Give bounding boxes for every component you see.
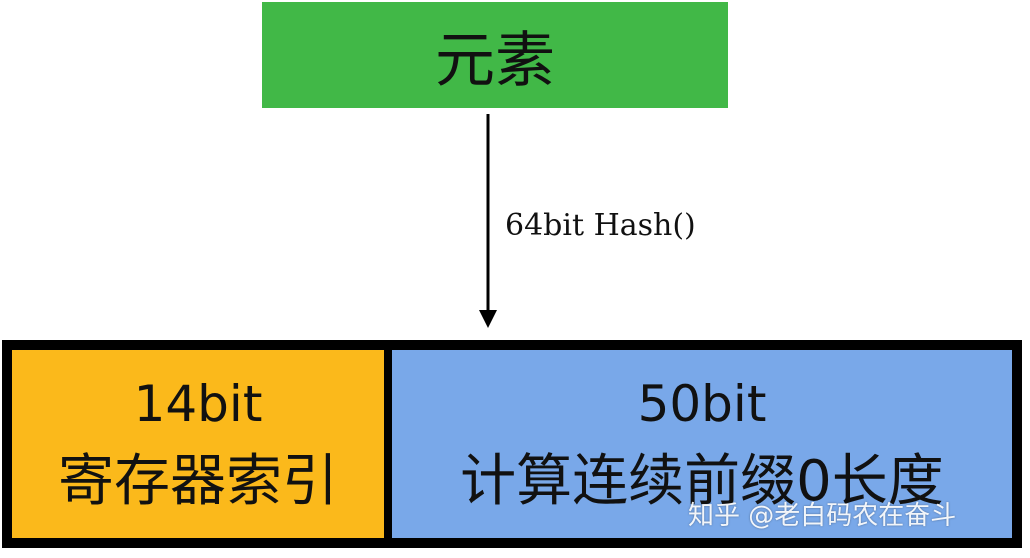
register-index-cell: 14bit 寄存器索引 xyxy=(12,350,384,538)
leading-zero-description: 计算连续前缀0长度 xyxy=(460,449,944,514)
element-label: 元素 xyxy=(435,25,555,96)
register-index-description: 寄存器索引 xyxy=(58,449,338,514)
hash-function-label: 64bit Hash() xyxy=(505,208,696,243)
leading-zero-bits: 50bit xyxy=(637,375,767,433)
leading-zero-cell: 50bit 计算连续前缀0长度 xyxy=(392,350,1012,538)
hash-arrow-head xyxy=(479,310,497,328)
hash-bit-layout: 14bit 寄存器索引 50bit 计算连续前缀0长度 xyxy=(2,340,1022,548)
element-box: 元素 xyxy=(262,2,728,108)
watermark: 知乎 @老白码农在奋斗 xyxy=(688,501,957,531)
register-index-bits: 14bit xyxy=(133,375,263,433)
